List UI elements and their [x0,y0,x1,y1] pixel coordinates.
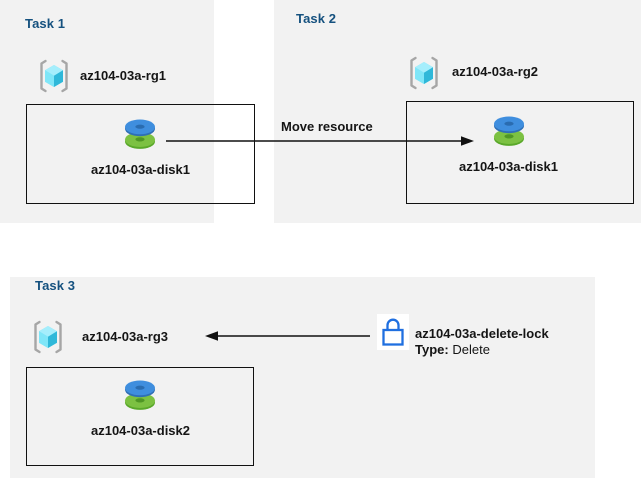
delete-lock-arrow [205,331,370,341]
task-1-title: Task 1 [25,16,66,31]
lock-icon [377,314,409,350]
resource-group-icon [30,319,66,355]
task-2-panel [274,0,641,223]
task-3-resource-box [26,367,254,466]
lock-type-label: Type: Delete [415,342,490,357]
resource-group-label: az104-03a-rg1 [80,68,166,83]
task-3-panel [10,277,595,478]
task-2-title: Task 2 [296,11,337,26]
disk-icon [121,377,159,413]
resource-group-icon [406,55,442,91]
task-2-resource-box [406,101,634,204]
lock-type-value: Delete [452,342,490,357]
resource-group-icon [36,58,72,94]
move-resource-arrow [166,136,474,146]
resource-group-label: az104-03a-rg3 [82,329,168,344]
disk-icon [121,116,159,152]
task-1-resource-box [26,104,255,204]
resource-group-label: az104-03a-rg2 [452,64,538,79]
disk-label: az104-03a-disk1 [458,159,558,174]
move-resource-label: Move resource [281,119,373,134]
disk-icon [490,113,528,149]
lock-type-key: Type: [415,342,449,357]
disk-label: az104-03a-disk1 [90,162,190,177]
lock-name-label: az104-03a-delete-lock [415,326,549,341]
disk-label: az104-03a-disk2 [90,423,190,438]
task-1-panel [0,0,214,223]
task-3-title: Task 3 [35,278,76,293]
